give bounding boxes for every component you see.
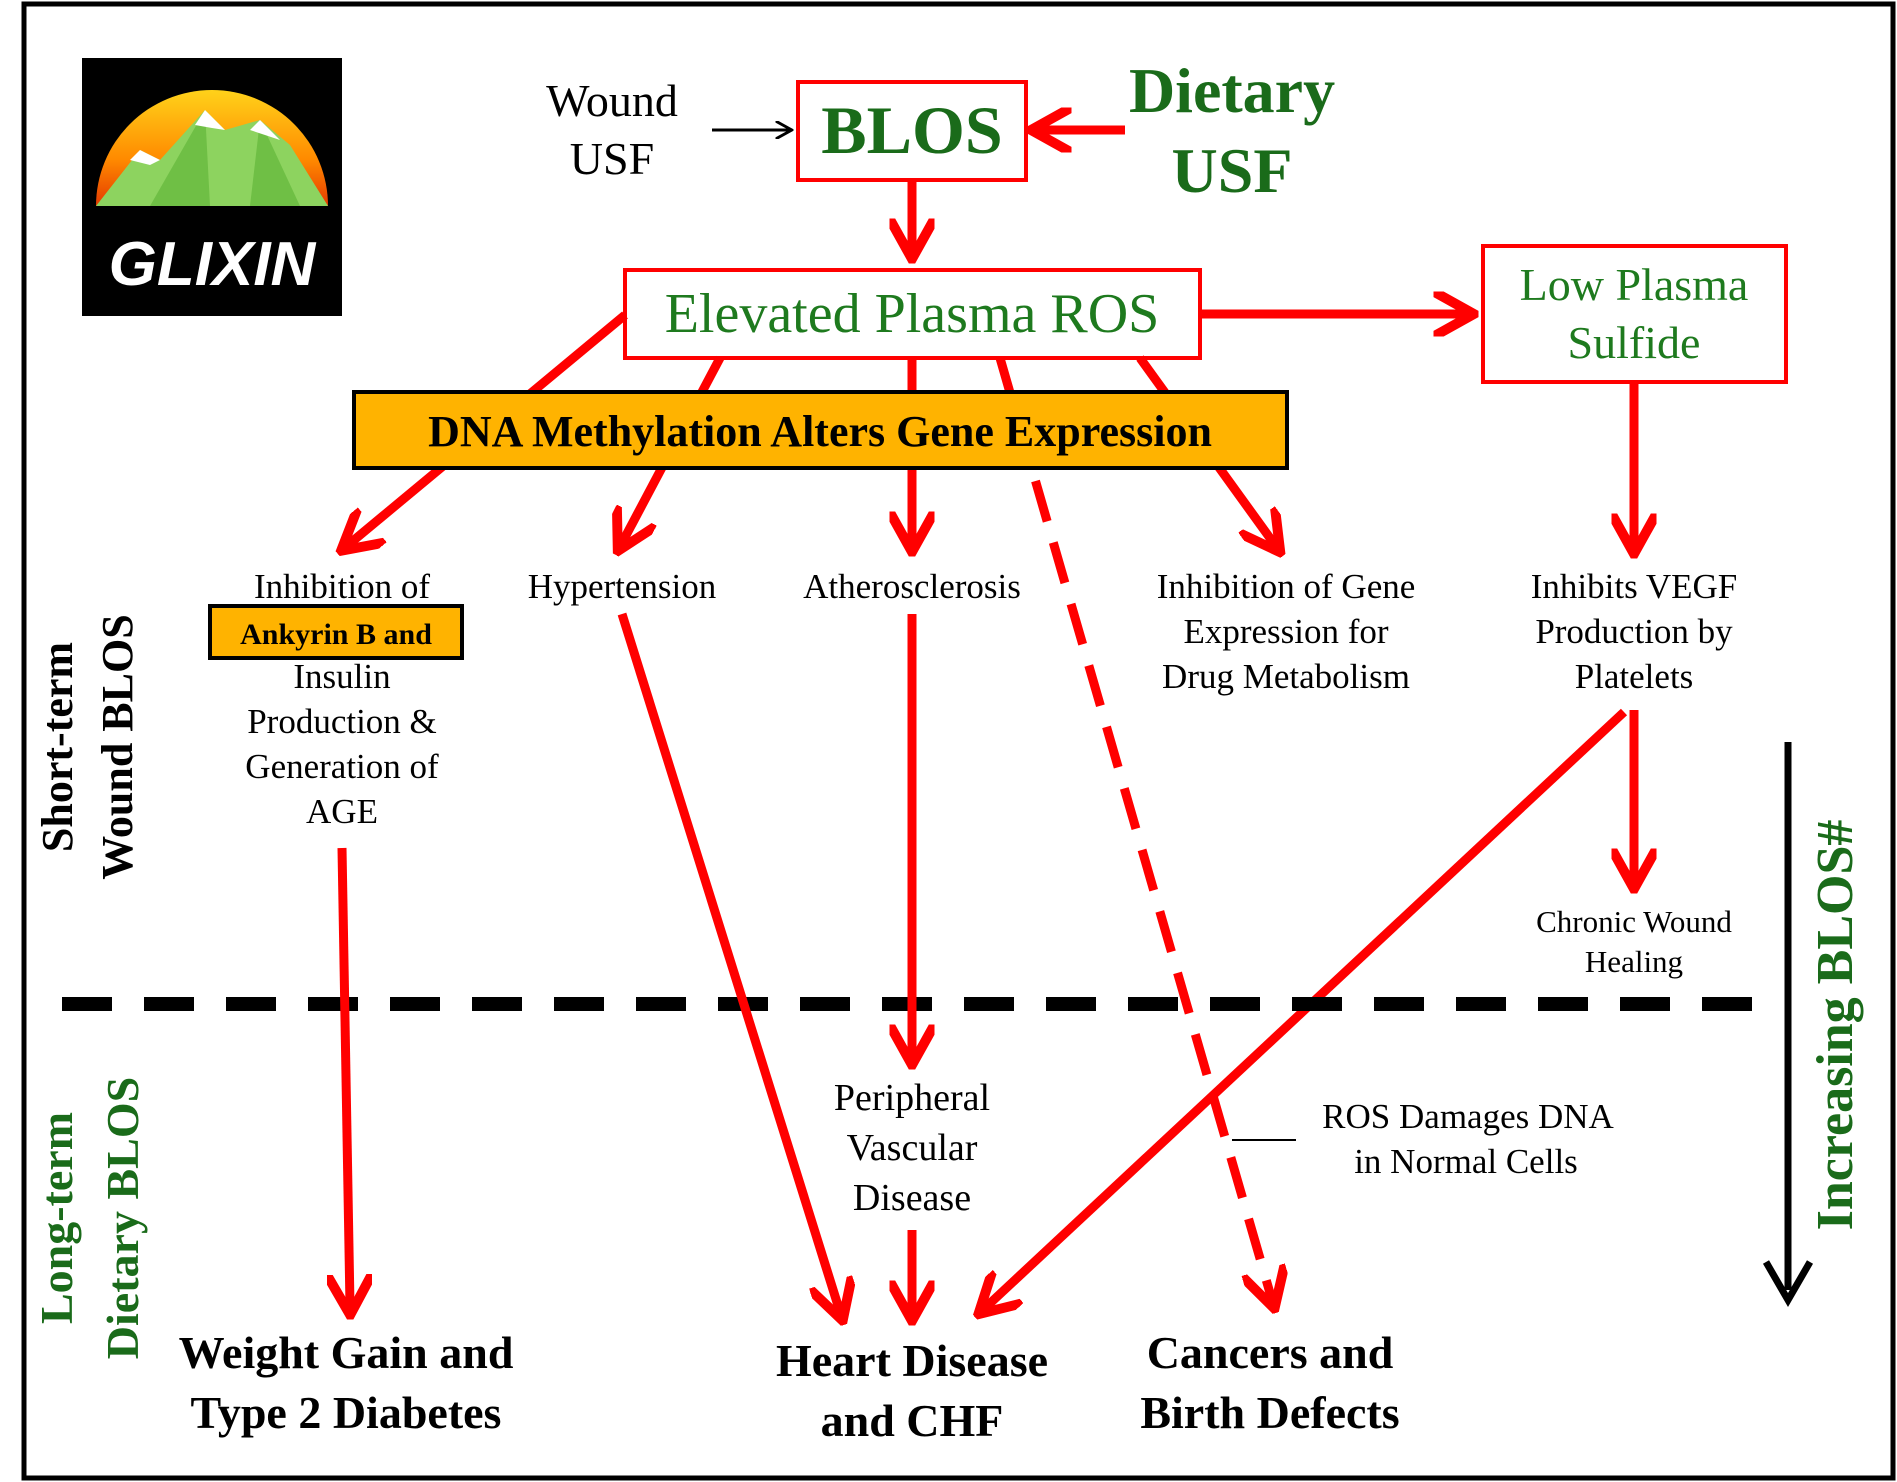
increasing-blos-arrowhead: [1762, 1260, 1814, 1307]
pvd-label: Peripheral: [834, 1077, 990, 1119]
pvd-label-2: Vascular: [847, 1127, 978, 1169]
vegf-label: Inhibits VEGF: [1531, 567, 1737, 606]
gene-label-3: Drug Metabolism: [1162, 657, 1410, 696]
weight-outcome-2: Type 2 Diabetes: [191, 1387, 502, 1438]
inhibition-label-6: AGE: [306, 792, 378, 831]
sulfide-box: [1481, 244, 1788, 384]
ankyrin-highlight: [208, 604, 464, 660]
short-term-label-2: Wound BLOS: [93, 614, 142, 879]
ros-label: Elevated Plasma ROS: [665, 283, 1160, 345]
heart-outcome-2: and CHF: [821, 1395, 1004, 1446]
heart-outcome: Heart Disease: [776, 1335, 1048, 1386]
sulfide-label-2: Sulfide: [1568, 317, 1701, 368]
cancer-outcome-2: Birth Defects: [1140, 1387, 1399, 1438]
hypertension-to-heart-arrow: [617, 612, 840, 1312]
gene-label: Inhibition of Gene: [1157, 567, 1416, 606]
outer-frame: [21, 1, 1896, 1481]
inhibition-label-4: Production &: [247, 702, 437, 741]
chronic-wound-label: Chronic Wound: [1536, 904, 1732, 939]
gene-label-2: Expression for: [1183, 612, 1388, 651]
blos-label: BLOS: [821, 92, 1002, 168]
wound-usf-label: Wound: [546, 75, 678, 126]
inhibition-label-3: Insulin: [293, 657, 390, 696]
long-term-label: Long-term: [31, 1112, 82, 1324]
ros-dna-label-2: in Normal Cells: [1354, 1142, 1578, 1181]
ros-dna-label: ROS Damages DNA: [1322, 1097, 1614, 1136]
vegf-label-2: Production by: [1535, 612, 1733, 651]
dna-banner: [352, 390, 1289, 470]
cancer-outcome: Cancers and: [1147, 1327, 1394, 1378]
dietary-usf-label: Dietary: [1129, 55, 1335, 126]
ros-box: [623, 268, 1202, 360]
atherosclerosis-label: Atherosclerosis: [803, 567, 1021, 606]
dietary-usf-label-2: USF: [1172, 135, 1293, 206]
sulfide-label: Low Plasma: [1520, 259, 1749, 310]
logo-text: GLIXIN: [109, 230, 317, 299]
inhibition-label-5: Generation of: [245, 747, 439, 786]
increasing-blos-label: Increasing BLOS#: [1807, 820, 1864, 1231]
hypertension-label: Hypertension: [528, 567, 717, 606]
inhibition-label: Inhibition of: [254, 567, 430, 606]
glixin-logo: GLIXIN: [82, 58, 342, 316]
ankyrin-label: Ankyrin B and: [240, 618, 432, 651]
chronic-wound-label-2: Healing: [1585, 944, 1683, 979]
short-term-label: Short-term: [33, 642, 82, 852]
long-term-label-2: Dietary BLOS: [97, 1077, 148, 1359]
pvd-label-3: Disease: [853, 1177, 971, 1219]
vegf-label-3: Platelets: [1575, 657, 1694, 696]
weight-outcome: Weight Gain and: [179, 1327, 514, 1378]
ros-to-cancer-dashed-arrow: [995, 356, 1272, 1300]
wound-usf-label-2: USF: [570, 133, 654, 184]
dna-banner-label: DNA Methylation Alters Gene Expression: [428, 407, 1212, 456]
inhibition-to-weight-arrow: [342, 847, 350, 1306]
blos-box: [796, 80, 1028, 182]
